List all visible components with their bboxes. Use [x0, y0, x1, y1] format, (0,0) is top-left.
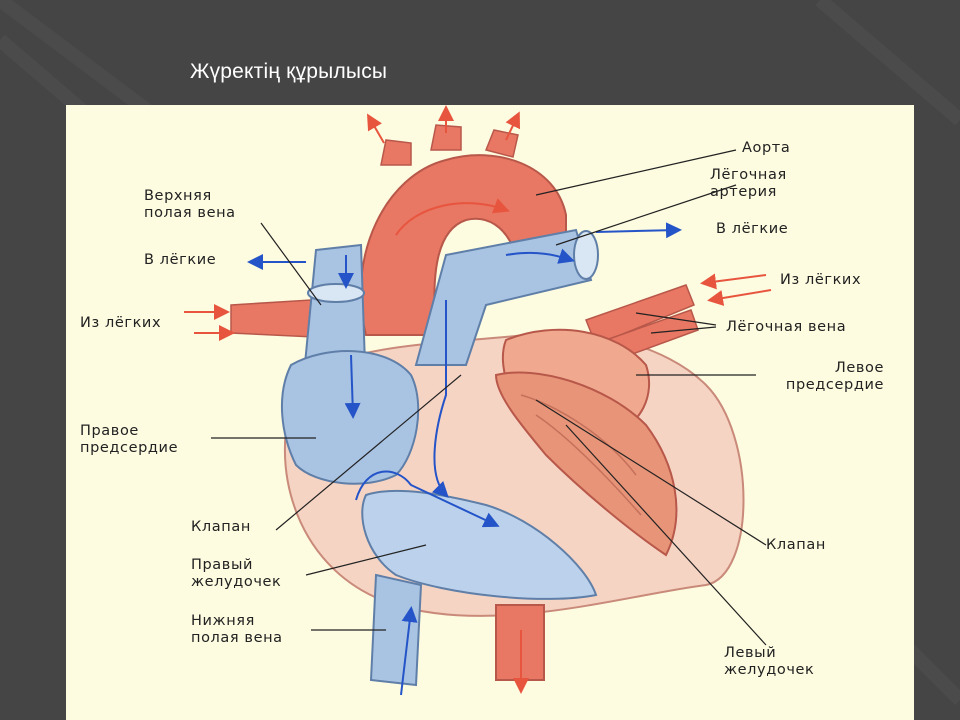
right-ventricle-chamber: [361, 489, 598, 600]
slide-title: Жүректің құрылысы: [190, 60, 388, 83]
label-superior-vena-cava: Верхняя полая вена: [144, 188, 236, 221]
label-left-atrium: Левое предсердие: [785, 360, 884, 393]
label-from-lungs-right: Из лёгких: [780, 272, 862, 288]
heart-illustration: [184, 105, 772, 696]
label-right-atrium: Правое предсердие: [80, 423, 179, 456]
label-aorta: Аорта: [742, 140, 791, 156]
label-left-ventricle: Левый желудочек: [724, 645, 815, 678]
label-to-lungs-right: В лёгкие: [716, 221, 789, 237]
aorta: [359, 154, 567, 336]
label-valve-left: Клапан: [191, 519, 251, 535]
pulmonary-artery: [414, 228, 593, 366]
label-inferior-vena-cava: Нижняя полая вена: [191, 613, 283, 646]
heart-diagram-panel: Аорта Лёгочная артерия В лёгкие Из лёгки…: [66, 105, 914, 720]
pulmonary-veins-left: [230, 299, 315, 338]
label-pulmonary-artery: Лёгочная артерия: [710, 167, 787, 200]
label-from-lungs-left: Из лёгких: [80, 315, 162, 331]
inferior-vena-cava: [369, 573, 423, 687]
label-pulmonary-vein: Лёгочная вена: [726, 319, 847, 335]
label-valve-right: Клапан: [766, 537, 826, 553]
right-atrium-chamber: [281, 350, 420, 485]
label-right-ventricle: Правый желудочек: [191, 557, 282, 590]
label-to-lungs-left: В лёгкие: [144, 252, 217, 268]
